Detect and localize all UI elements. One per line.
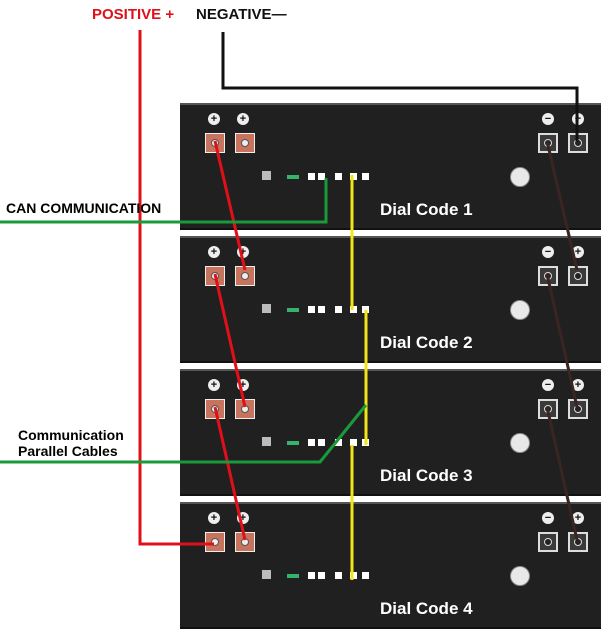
series-cable xyxy=(213,273,247,408)
series-cable xyxy=(213,406,247,541)
terminal-left xyxy=(538,532,558,552)
dip-switch xyxy=(262,570,271,579)
minus-icon: − xyxy=(542,113,554,125)
minus-icon: − xyxy=(542,379,554,391)
port xyxy=(362,173,369,180)
power-button-icon xyxy=(510,167,530,187)
battery-module-1: + + − + Dial Code 1 xyxy=(180,103,601,230)
series-cable xyxy=(545,273,579,408)
power-button-icon xyxy=(510,300,530,320)
series-cable xyxy=(545,140,579,271)
terminal-right xyxy=(568,532,588,552)
negative-label: NEGATIVE— xyxy=(196,6,287,23)
negative-terminal xyxy=(235,399,255,419)
port xyxy=(308,173,315,180)
comm-label-line1: Communication xyxy=(18,427,124,443)
negative-cable xyxy=(221,32,579,141)
negative-terminal xyxy=(235,133,255,153)
port xyxy=(362,572,369,579)
dial-code-label: Dial Code 4 xyxy=(380,599,473,618)
port xyxy=(335,173,342,180)
minus-icon: − xyxy=(542,512,554,524)
positive-terminal xyxy=(205,532,225,552)
port xyxy=(308,439,315,446)
port xyxy=(335,439,342,446)
port xyxy=(335,572,342,579)
plus-icon: + xyxy=(208,113,220,125)
series-cable xyxy=(213,140,247,271)
terminal-right xyxy=(568,266,588,286)
port xyxy=(318,572,325,579)
indicator xyxy=(287,175,299,179)
dip-switch xyxy=(262,437,271,446)
plus-icon: + xyxy=(208,246,220,258)
port xyxy=(318,306,325,313)
plus-icon: + xyxy=(572,379,584,391)
port xyxy=(362,306,369,313)
comm-parallel-cable xyxy=(0,404,368,464)
battery-module-4: + + − + Dial Code 4 xyxy=(180,502,601,629)
port xyxy=(318,173,325,180)
dial-code-label: Dial Code 3 xyxy=(380,466,473,485)
port xyxy=(335,306,342,313)
series-cable xyxy=(545,406,579,541)
battery-module-2: + + − + Dial Code 2 xyxy=(180,236,601,363)
positive-label: POSITIVE + xyxy=(92,6,175,23)
indicator xyxy=(287,441,299,445)
plus-icon: + xyxy=(572,512,584,524)
terminal-right xyxy=(568,399,588,419)
port xyxy=(308,572,315,579)
battery-module-3: + + − + Dial Code 3 xyxy=(180,369,601,496)
indicator xyxy=(287,574,299,578)
dial-code-label: Dial Code 2 xyxy=(380,333,473,352)
power-button-icon xyxy=(510,433,530,453)
minus-icon: − xyxy=(542,246,554,258)
port xyxy=(308,306,315,313)
negative-terminal xyxy=(235,532,255,552)
comm-label-line2: Parallel Cables xyxy=(18,443,118,459)
can-communication-label: CAN COMMUNICATION xyxy=(6,200,162,216)
indicator xyxy=(287,308,299,312)
port xyxy=(318,439,325,446)
plus-icon: + xyxy=(208,379,220,391)
port xyxy=(350,439,357,446)
dip-switch xyxy=(262,171,271,180)
dip-switch xyxy=(262,304,271,313)
can-cable xyxy=(0,178,328,224)
power-button-icon xyxy=(510,566,530,586)
plus-icon: + xyxy=(237,113,249,125)
dial-code-label: Dial Code 1 xyxy=(380,200,473,219)
positive-cable xyxy=(138,30,214,546)
plus-icon: + xyxy=(208,512,220,524)
